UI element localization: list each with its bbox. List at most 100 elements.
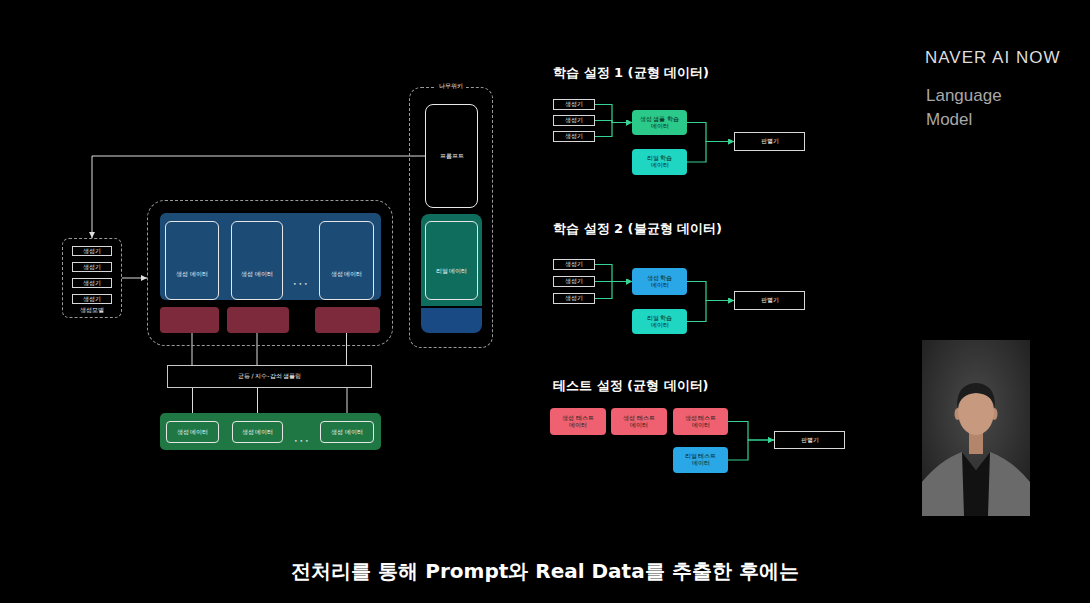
sampling-box: 균등 / 지수-감쇠 샘플링 [167,365,372,388]
box-label: 생성 데이터 [242,429,274,436]
setting-heading-text: 테스트 설정 (균형 데이터) [553,377,708,395]
box-label: 생성기 [565,117,583,124]
box-label: 생성기 [83,248,101,255]
generator-box: 생성기 [72,294,112,304]
connector [687,301,734,322]
presenter-figure [922,340,1030,516]
box-label: 생성기 [565,278,583,285]
connector [257,333,258,365]
data-box: 리얼 테스트 데이터 [673,447,728,473]
ellipsis-mark-text: • • • [293,280,307,287]
real-train-box: 리얼 학습 데이터 [632,309,687,334]
test-data-box: 생성 테스트 데이터 [611,408,667,435]
sampled-data-box: 생성 데이터 [232,421,283,443]
box-label: 판별기 [801,437,819,444]
box-label: 생성모델 [80,307,104,314]
data-column: 생성 데이터 [231,221,283,333]
ellipsis-mark: • • • [294,428,308,447]
connector [192,333,193,365]
box-label: 판별기 [761,297,779,304]
brand-name: NAVER AI NOW [925,48,1060,68]
generator-box: 생성기 [553,293,595,304]
box-label: 판별기 [761,138,779,145]
connector [122,278,147,279]
data-column: 생성 데이터 [165,221,219,333]
data-outline [231,221,283,300]
ellipsis-mark-text: • • • [294,437,308,444]
data-group: 생성 데이터 생성 데이터 생성 데이터 [147,200,393,346]
discriminator-box: 판별기 [734,291,805,310]
brand-subtitle: Language Model [926,84,1016,132]
train-data-box: 생성 샘플 학습 데이터 [632,110,687,135]
box-label: 생성 테스트 데이터 [616,415,662,429]
box-label: 생성기 [83,296,101,303]
box-label: 생성기 [565,295,583,302]
setting-heading: 학습 설정 2 (불균형 데이터) [553,218,722,238]
discriminator-box: 판별기 [774,431,845,449]
box-label: 리얼 데이터 [436,268,468,275]
box-label: 생성 샘플 학습 데이터 [637,116,682,130]
red-block [160,307,219,333]
test-data-box: 생성 테스트 데이터 [550,408,606,435]
box-label: 리얼 학습 데이터 [637,315,682,329]
connector [595,282,632,299]
box-label: 생성 데이터 [331,271,363,278]
box-label: 생성기 [565,133,583,140]
real-train-box: 리얼 학습 데이터 [632,149,687,175]
generator-box: 생성기 [553,276,595,287]
connector [728,422,774,441]
presenter-shirt [962,452,990,516]
generator-box: 생성기 [72,246,112,256]
setting-heading: 테스트 설정 (균형 데이터) [553,375,708,395]
subtitle: 전처리를 통해 Prompt와 Real Data를 추출한 후에는 [0,558,1090,584]
presenter-backdrop [922,340,1030,516]
sample-band: 생성 데이터 생성 데이터 생성 데이터 [160,413,381,450]
box-label: 생성 데이터 [177,429,209,436]
connector [595,123,632,137]
box-label: 생성기 [83,264,101,271]
connector [687,123,734,142]
source-group: 나무위키프롬프트리얼 데이터 [409,87,493,348]
box-label: 프롬프트 [440,153,464,160]
box-label: 생성기 [565,101,583,108]
box-label: 생성 학습 데이터 [637,275,682,289]
box-label: 생성기 [565,261,583,268]
data-outline [425,221,478,300]
box-label: 리얼 학습 데이터 [637,155,682,169]
prompt-box: 프롬프트 [425,104,478,208]
box-label: 생성 데이터 [331,429,363,436]
connector [595,105,632,123]
red-block [315,307,380,333]
presenter-jacket [922,452,1030,516]
discriminator-box: 판별기 [734,132,805,151]
generator-box: 생성기 [72,262,112,272]
setting-heading-text: 학습 설정 1 (균형 데이터) [553,64,709,82]
box-label: 균등 / 지수-감쇠 샘플링 [238,373,302,380]
generator-box: 생성기 [553,259,595,270]
brand-name-text: NAVER AI NOW [925,48,1060,68]
connector [687,282,734,301]
data-box: 생성 학습 데이터 [632,268,687,295]
subtitle-text: 전처리를 통해 Prompt와 Real Data를 추출한 후에는 [291,558,798,584]
sampled-data-box: 생성 데이터 [166,421,219,443]
ellipsis-mark: • • • [293,271,307,290]
brand-subtitle-text: Language Model [926,84,1016,132]
generator-box: 생성기 [553,99,595,110]
data-column: 생성 데이터 [319,221,374,333]
box-label: 생성 테스트 데이터 [678,415,723,429]
data-outline [319,221,374,300]
setting-heading-text: 학습 설정 2 (불균형 데이터) [553,220,722,238]
connector [728,440,774,460]
presenter-hair [957,383,995,408]
box-label: 생성 테스트 데이터 [555,415,601,429]
model-group: 생성모델생성기생성기생성기생성기 [62,238,122,318]
connector [595,265,632,282]
setting-heading: 학습 설정 1 (균형 데이터) [553,62,709,82]
generator-box: 생성기 [553,131,595,142]
data-outline [165,221,219,300]
blue-block [421,308,482,333]
box-label: 생성 데이터 [176,271,208,278]
real-data-box: 리얼 데이터 [421,214,482,333]
connector [346,333,347,365]
